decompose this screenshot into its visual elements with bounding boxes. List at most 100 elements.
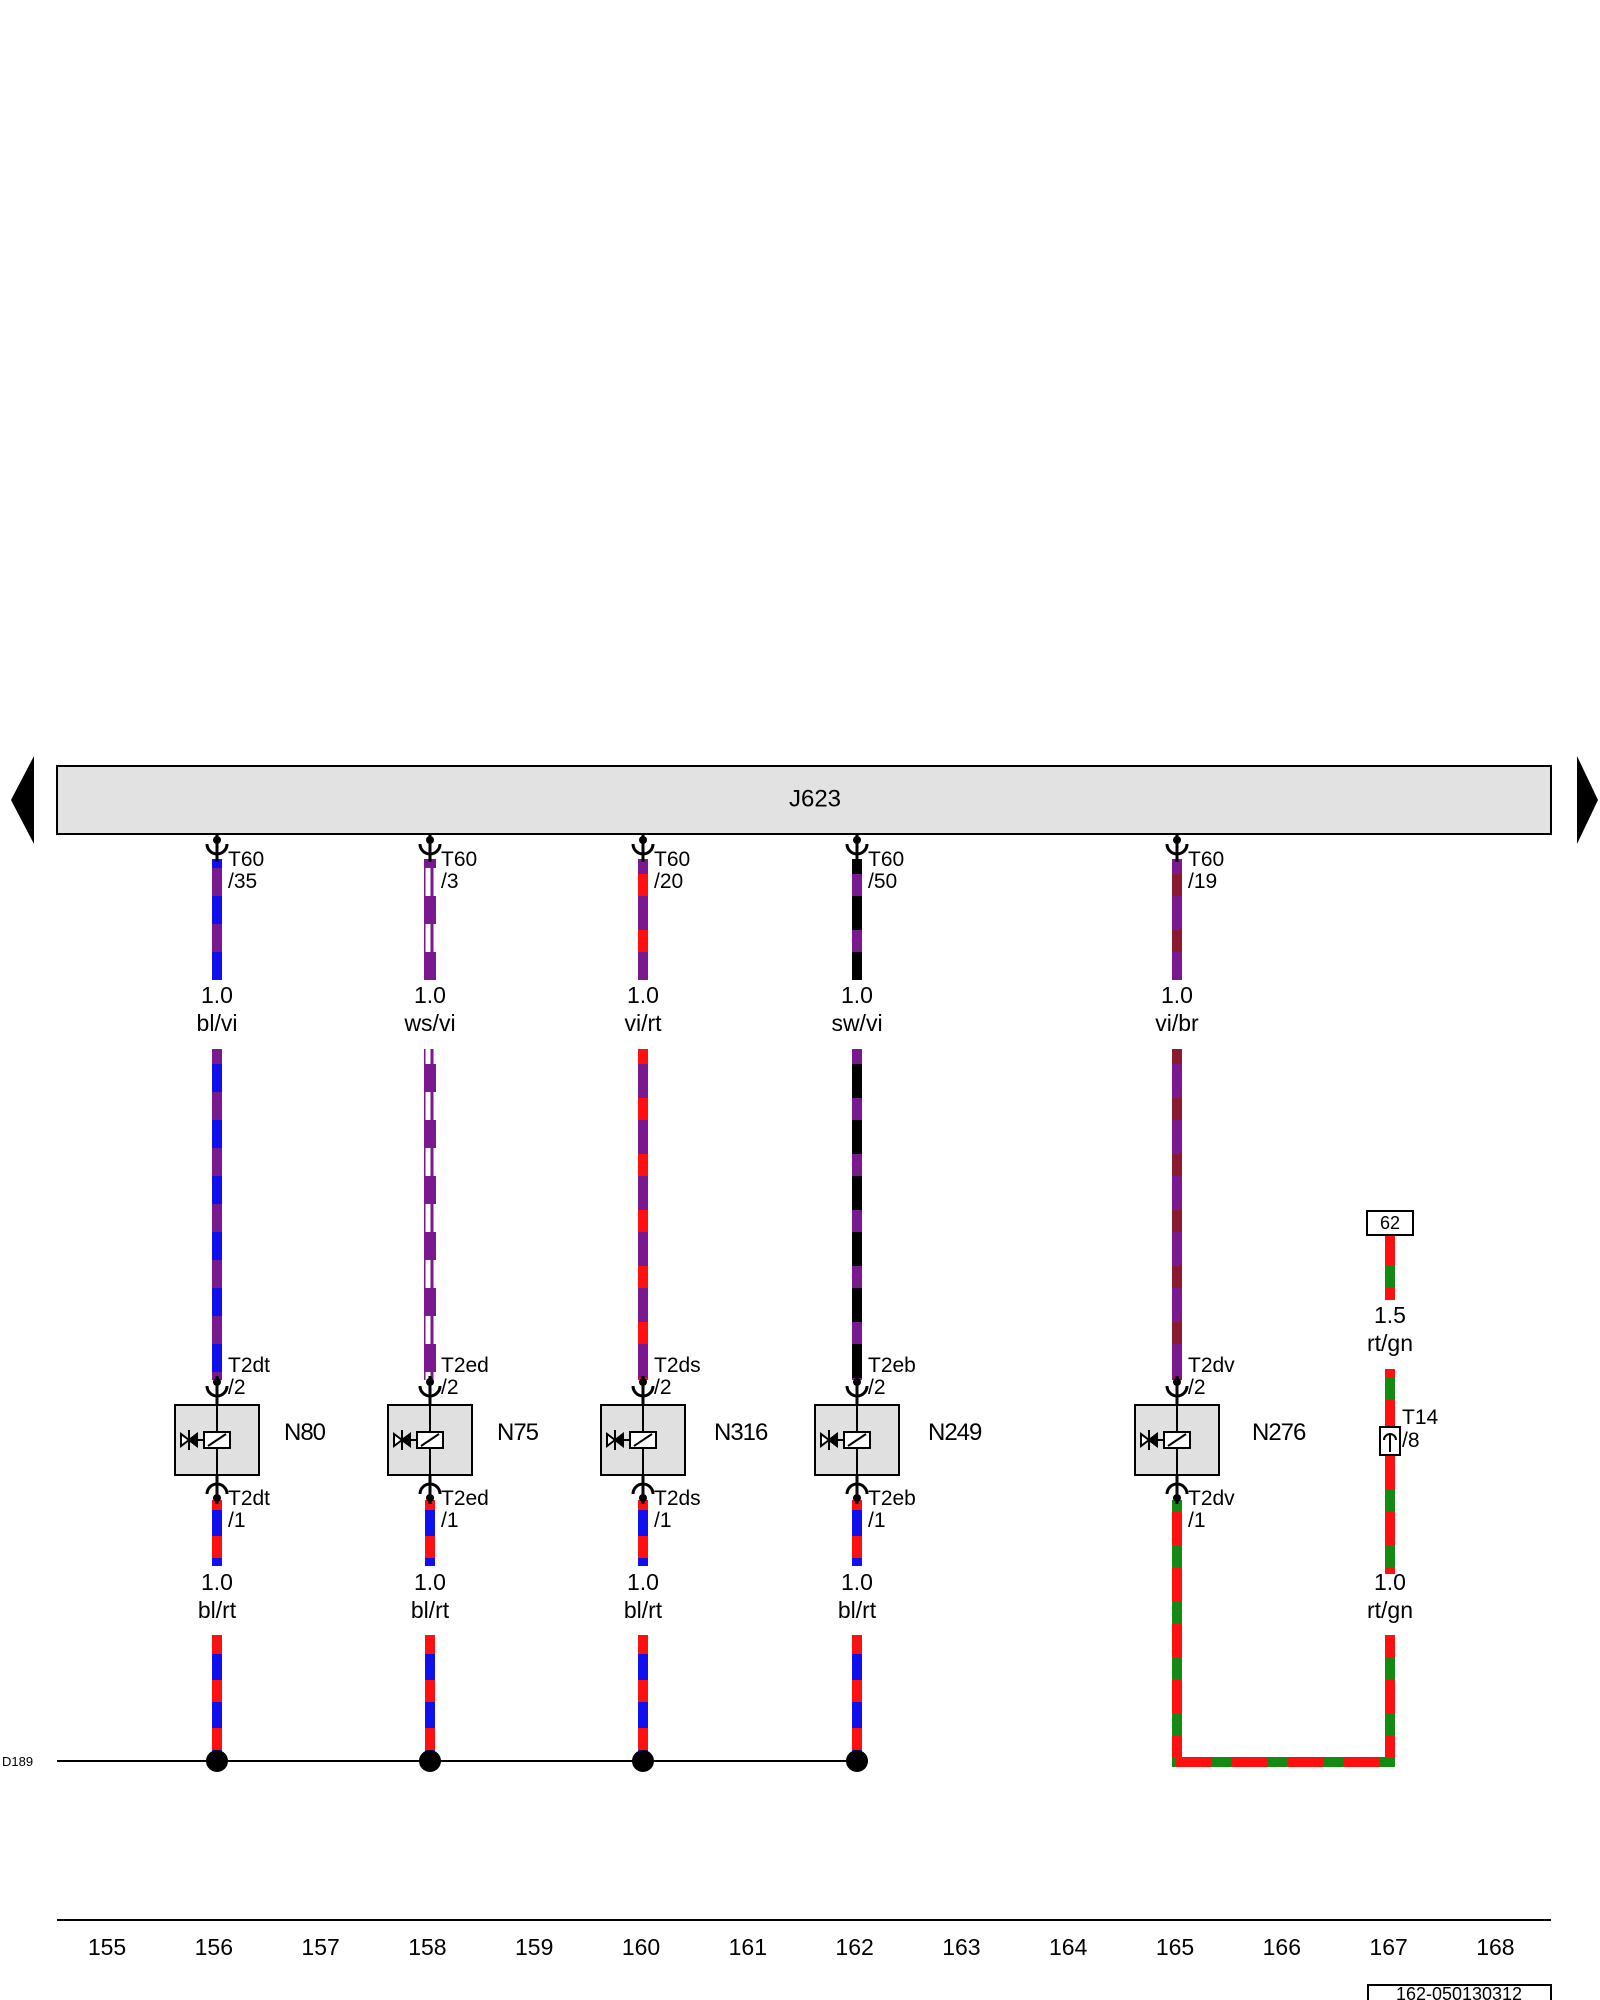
gauge-label: 1.0: [201, 982, 233, 1008]
pin-label: /2: [228, 1376, 246, 1399]
pin-icon: [631, 1376, 655, 1404]
column-number: 157: [301, 1934, 339, 1960]
wire-rtgn-bottom: [1172, 1757, 1395, 1767]
pin-label: /35: [228, 870, 257, 893]
column-number: 164: [1049, 1934, 1088, 1960]
pin-icon: [631, 1476, 655, 1504]
ground-label: D189: [2, 1754, 33, 1769]
pin-label: /2: [441, 1376, 459, 1399]
right-arrow-icon[interactable]: [1577, 756, 1598, 844]
wire-n80-upper-b: [212, 1049, 222, 1380]
pin-label: /1: [868, 1509, 886, 1532]
pin-label: /2: [654, 1376, 672, 1399]
gauge-label: 1.0: [414, 1569, 446, 1595]
column-number: 168: [1476, 1934, 1514, 1960]
pin-label: T60: [441, 848, 477, 871]
ecu-label: J623: [789, 785, 841, 812]
color-label: vi/br: [1155, 1010, 1199, 1036]
pin-icon: [1165, 1476, 1189, 1504]
pin-label: T60: [1188, 848, 1224, 871]
pin-label: T2dv: [1188, 1487, 1235, 1510]
doc-code: 162-050130312: [1396, 1984, 1522, 2000]
pin-label: T60: [868, 848, 904, 871]
ground-node-156: [206, 1750, 228, 1772]
solenoid-valve-n276[interactable]: [1134, 1404, 1220, 1476]
pin-label: /1: [441, 1509, 459, 1532]
pin-label: /1: [654, 1509, 672, 1532]
wire-n75-upper-b: [424, 1049, 436, 1380]
wire-n80-upper-a: [212, 859, 222, 980]
pin-icon: [631, 834, 655, 862]
color-label: vi/rt: [624, 1010, 662, 1036]
pin-label: T2ed: [441, 1487, 489, 1510]
components: [174, 1404, 1220, 1476]
component-label: N80: [284, 1419, 326, 1446]
pin-label: /1: [1188, 1509, 1206, 1532]
pin-label: /2: [1188, 1376, 1206, 1399]
gauge-label: 1.0: [841, 1569, 873, 1595]
column-number: 159: [515, 1934, 553, 1960]
valve-icon: [393, 1430, 444, 1450]
left-arrow-icon[interactable]: [11, 756, 34, 844]
gauge-label: 1.0: [201, 1569, 233, 1595]
column-number: 163: [942, 1934, 980, 1960]
connector-pins: [205, 834, 1189, 1504]
ecu-bar: [56, 765, 1552, 835]
pin-label: /1: [228, 1509, 246, 1532]
pin-label: /8: [1402, 1429, 1420, 1452]
column-number: 167: [1369, 1934, 1407, 1960]
column-number: 162: [835, 1934, 873, 1960]
wire-n75-lower-b: [425, 1635, 435, 1761]
ground-node-160: [632, 1750, 654, 1772]
component-label: N75: [497, 1419, 539, 1446]
solenoid-valve-n316[interactable]: [600, 1404, 686, 1476]
wire-n80-lower-b: [212, 1635, 222, 1761]
color-label: bl/rt: [838, 1597, 877, 1623]
reference-box[interactable]: [1366, 1210, 1414, 1236]
wire-n75-lower-a: [425, 1500, 435, 1566]
pin-label: T2dt: [228, 1354, 270, 1377]
color-label: bl/rt: [198, 1597, 237, 1623]
gauge-label: 1.5: [1374, 1302, 1406, 1328]
pin-icon: [418, 1376, 442, 1404]
component-label: N276: [1252, 1419, 1306, 1446]
component-label: N316: [714, 1419, 768, 1446]
pin-icon: [418, 834, 442, 862]
wire-n249-upper-a: [852, 859, 862, 980]
wire-labels: T60 /35 1.0 bl/vi T2dt /2 T2dt /1 1.0 bl…: [197, 848, 1439, 1623]
wire-supply-lower: [1385, 1635, 1395, 1767]
solenoid-valve-n249[interactable]: [814, 1404, 900, 1476]
wire-n316-lower-b: [638, 1635, 648, 1761]
color-label: bl/vi: [197, 1010, 238, 1036]
gauge-label: 1.0: [841, 982, 873, 1008]
color-label: sw/vi: [831, 1010, 882, 1036]
pin-icon: [845, 1476, 869, 1504]
pin-icon: [205, 1376, 229, 1404]
pin-label: T2dv: [1188, 1354, 1235, 1377]
reference-label: 62: [1380, 1213, 1400, 1233]
color-label: bl/rt: [624, 1597, 663, 1623]
pin-label: /3: [441, 870, 459, 893]
color-label: ws/vi: [403, 1010, 455, 1036]
wire-n276-upper-a: [1172, 859, 1182, 980]
wire-n276-upper-b: [1172, 1049, 1182, 1380]
solenoid-valve-n80[interactable]: [174, 1404, 260, 1476]
ground-node-158: [419, 1750, 441, 1772]
pin-icon: [1165, 1376, 1189, 1404]
gauge-label: 1.0: [1374, 1569, 1406, 1595]
column-number: 165: [1156, 1934, 1194, 1960]
valve-icon: [820, 1430, 871, 1450]
wire-n80-lower-a: [212, 1500, 222, 1566]
wire-supply-mid: [1385, 1369, 1395, 1574]
wire-n316-upper-a: [638, 859, 648, 980]
pin-label: T2eb: [868, 1354, 916, 1377]
pin-icon: [845, 834, 869, 862]
component-label: N249: [928, 1419, 982, 1446]
pin-label: /2: [868, 1376, 886, 1399]
valve-icon: [180, 1430, 231, 1450]
solenoid-valve-n75[interactable]: [387, 1404, 473, 1476]
pin-icon: [418, 1476, 442, 1504]
column-number: 155: [88, 1934, 126, 1960]
pin-label: T14: [1402, 1406, 1439, 1429]
